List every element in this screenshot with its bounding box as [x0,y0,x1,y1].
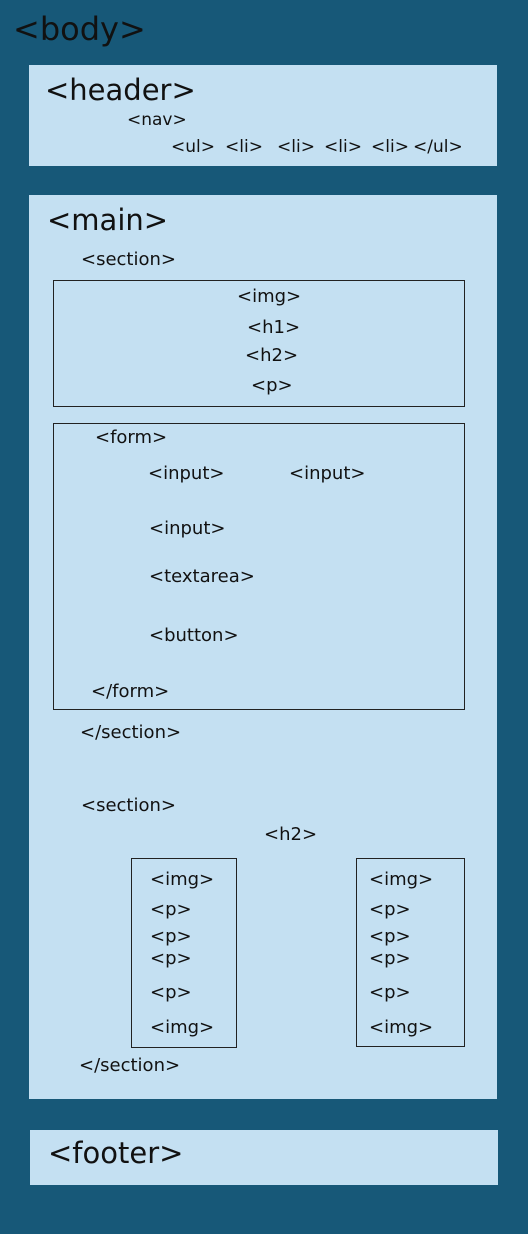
form-open-label: <form> [95,427,168,448]
section-close-label: </section> [79,1055,181,1076]
p-label: <p> [251,375,293,396]
form-box: <form> <input> <input> <input> <textarea… [53,423,465,710]
input-label: <input> [149,518,226,539]
p-label: <p> [369,899,411,920]
nav-label: <nav> [127,110,187,130]
li-label: <li> [371,137,409,157]
section-open-label: <section> [81,249,176,270]
header-label: <header> [45,73,196,107]
ul-close-label: </ul> [413,137,463,157]
input-label: <input> [289,463,366,484]
p-label: <p> [369,926,411,947]
card-left: <img> <p> <p> <p> <p> <img> [131,858,237,1048]
main-block: <main> <section> <img> <h1> <h2> <p> <fo… [29,195,497,1099]
footer-block: <footer> [30,1130,498,1185]
li-label: <li> [225,137,263,157]
img-label: <img> [237,286,302,307]
h2-label: <h2> [264,824,318,845]
p-label: <p> [150,899,192,920]
li-label: <li> [324,137,362,157]
img-label: <img> [150,1017,215,1038]
ul-open-label: <ul> [171,137,215,157]
p-label: <p> [150,982,192,1003]
main-label: <main> [47,203,169,237]
textarea-label: <textarea> [149,566,255,587]
img-label: <img> [369,1017,434,1038]
img-label: <img> [150,869,215,890]
body-label: <body> [13,10,146,48]
p-label: <p> [150,926,192,947]
h1-label: <h1> [247,317,301,338]
intro-box: <img> <h1> <h2> <p> [53,280,465,407]
li-label: <li> [277,137,315,157]
section-close-label: </section> [80,722,182,743]
img-label: <img> [369,869,434,890]
section-open-label: <section> [81,795,176,816]
card-right: <img> <p> <p> <p> <p> <img> [356,858,465,1047]
input-label: <input> [148,463,225,484]
h2-label: <h2> [245,345,299,366]
p-label: <p> [150,948,192,969]
p-label: <p> [369,948,411,969]
form-close-label: </form> [91,681,170,702]
button-label: <button> [149,625,239,646]
footer-label: <footer> [48,1136,184,1170]
header-block: <header> <nav> <ul> <li> <li> <li> <li> … [29,65,497,166]
p-label: <p> [369,982,411,1003]
